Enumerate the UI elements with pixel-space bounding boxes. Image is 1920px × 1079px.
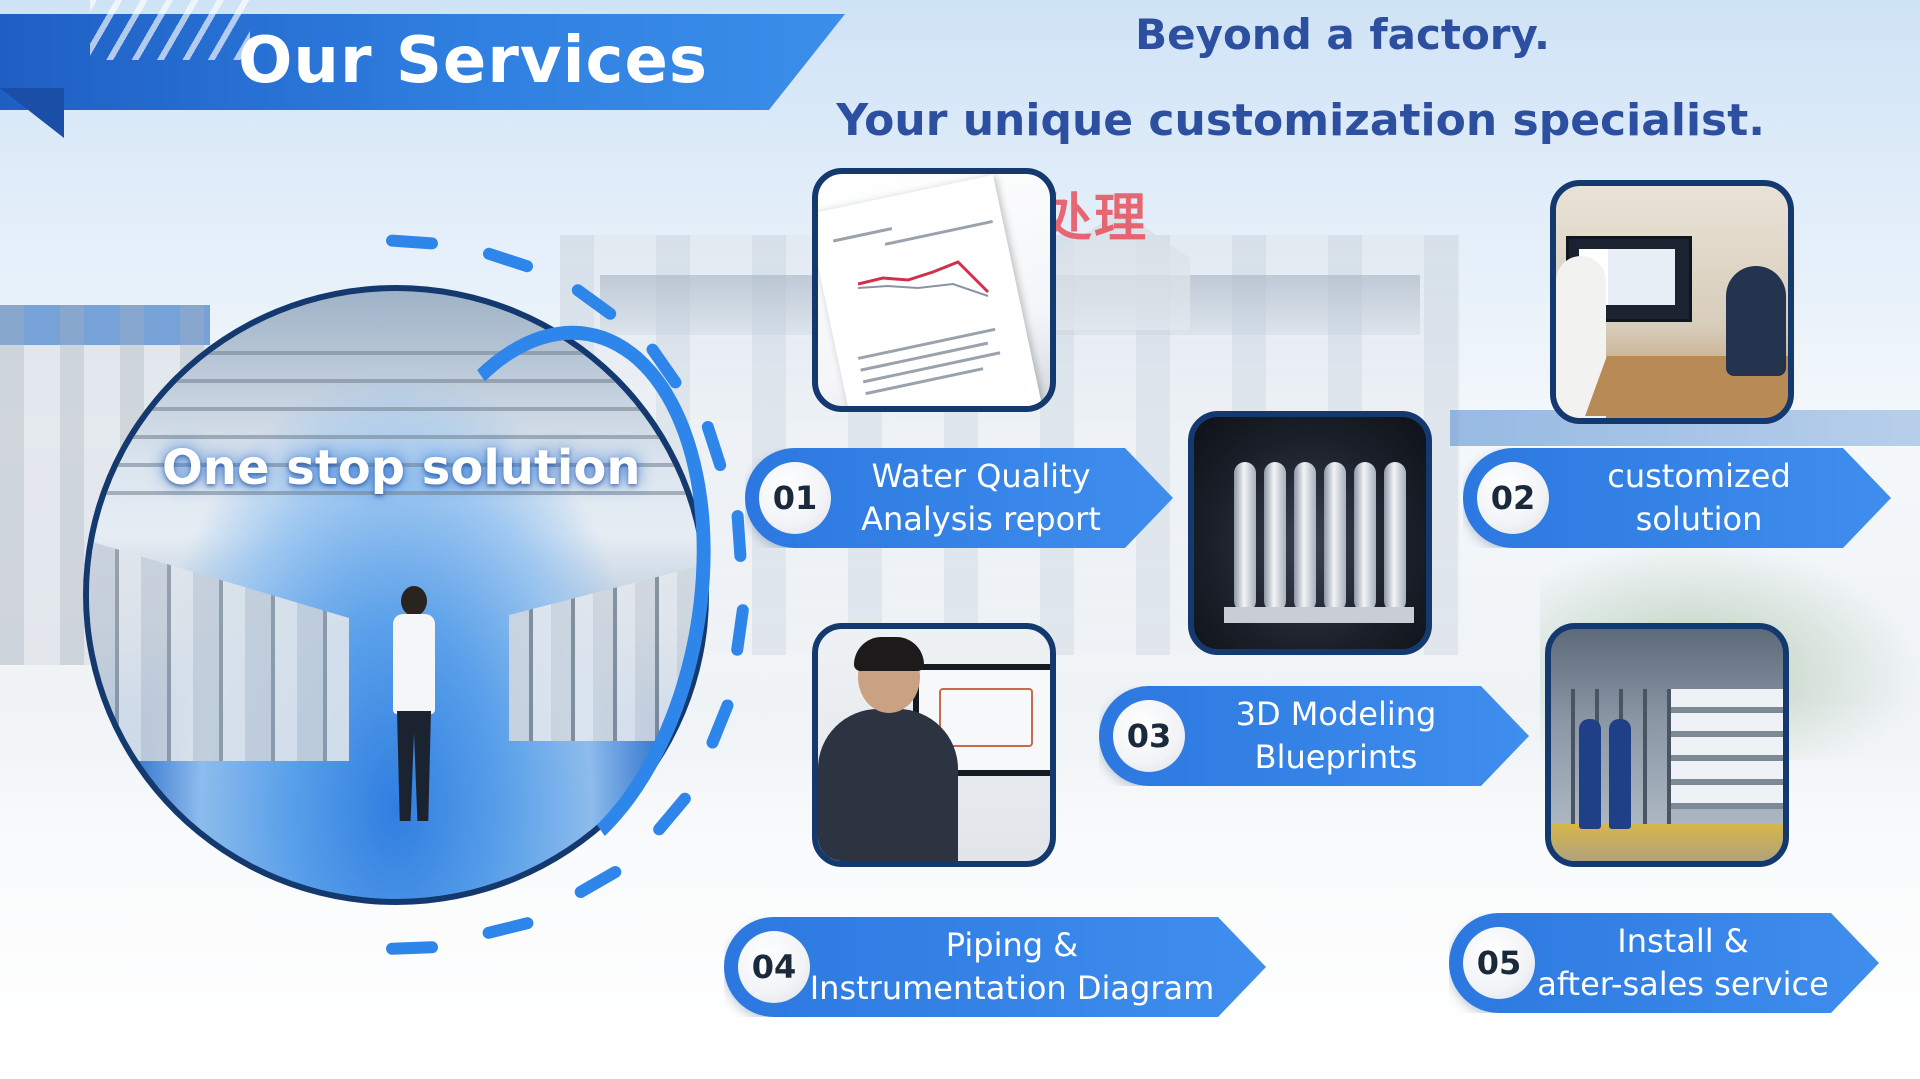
hero-label: One stop solution [162, 440, 641, 496]
title-ribbon-stripes [90, 0, 250, 60]
model-base [1224, 607, 1414, 623]
service-label-line-1: Install & [1617, 922, 1749, 960]
service-badge-water-quality[interactable]: 01 Water Quality Analysis report [745, 448, 1173, 548]
service-badge-install-after-sales[interactable]: 05 Install & after-sales service [1449, 913, 1879, 1013]
model-tank [1384, 462, 1406, 612]
model-tank [1234, 462, 1256, 612]
model-tank [1294, 462, 1316, 612]
service-label-line-2: Analysis report [861, 500, 1101, 538]
service-label-line-2: solution [1635, 500, 1763, 538]
hero-factory-image [83, 285, 709, 905]
plant-worker [1579, 719, 1601, 829]
service-badge-customized-solution[interactable]: 02 customized solution [1463, 448, 1891, 548]
service-label-line-2: Blueprints [1254, 738, 1418, 776]
service-label-line-2: after-sales service [1537, 965, 1829, 1003]
report-series-gray [858, 282, 989, 297]
plant-floor [1551, 824, 1783, 861]
report-text-line [832, 227, 893, 243]
page-title: Our Services [238, 24, 708, 98]
service-label: 3D Modeling Blueprints [1195, 686, 1477, 786]
service-label-line-2: Instrumentation Diagram [809, 969, 1215, 1007]
factory-ceiling-pipes [89, 351, 703, 501]
engineer-body [818, 709, 958, 861]
service-number: 02 [1477, 462, 1549, 534]
service-label: Install & after-sales service [1533, 913, 1833, 1013]
service-number: 05 [1463, 927, 1535, 999]
report-text-line [865, 367, 984, 396]
plant-membrane-pipes [1671, 689, 1783, 809]
service-label-line-1: 3D Modeling [1235, 695, 1437, 733]
engineer-coat [393, 614, 435, 714]
service-badge-3d-modeling[interactable]: 03 3D Modeling Blueprints [1099, 686, 1529, 786]
model-tank [1324, 462, 1346, 612]
installed-plant-image [1545, 623, 1789, 867]
drafting-monitor [913, 664, 1050, 776]
service-number: 03 [1113, 700, 1185, 772]
factory-equipment-left [89, 541, 349, 761]
model-tank [1354, 462, 1376, 612]
service-label-line-1: Piping & [945, 926, 1079, 964]
building-sign-text: 处理 [1040, 189, 1149, 249]
service-label-line-1: customized [1607, 457, 1791, 495]
engineer-head [401, 586, 427, 616]
report-line-chart [858, 260, 990, 297]
3d-tank-model-image [1188, 411, 1432, 655]
service-number: 04 [738, 931, 810, 1003]
engineer-figure [379, 586, 449, 831]
model-tank [1264, 462, 1286, 612]
service-badge-piping-diagram[interactable]: 04 Piping & Instrumentation Diagram [724, 917, 1266, 1017]
tagline-line-1: Beyond a factory. [1135, 10, 1550, 59]
service-label: customized solution [1559, 448, 1839, 548]
service-label: Water Quality Analysis report [841, 448, 1121, 548]
tagline-line-2: Your unique customization specialist. [836, 95, 1765, 146]
plant-worker [1609, 719, 1631, 829]
service-number: 01 [759, 462, 831, 534]
report-text-line [884, 219, 993, 246]
engineer-hair [854, 637, 924, 671]
consultation-meeting-image [1550, 180, 1794, 424]
service-label-line-1: Water Quality [871, 457, 1091, 495]
client-figure [1726, 266, 1786, 376]
service-label: Piping & Instrumentation Diagram [812, 917, 1212, 1017]
engineer-drafting-image [812, 623, 1056, 867]
report-series-red [858, 260, 990, 294]
orbit-dash [385, 941, 439, 955]
water-quality-report-image [812, 168, 1056, 412]
